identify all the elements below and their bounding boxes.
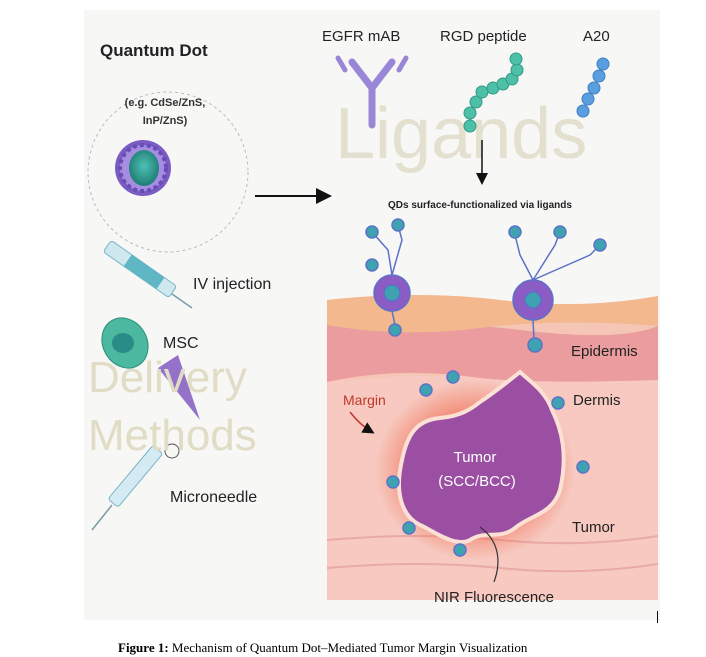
figure-caption: Figure 1: Mechanism of Quantum Dot–Media…	[118, 640, 527, 656]
delivery-msc-label: MSC	[163, 335, 199, 352]
delivery-iv-label: IV injection	[193, 276, 271, 293]
quantum-dot-particle-icon	[115, 140, 171, 196]
caption-text: Mechanism of Quantum Dot–Mediated Tumor …	[171, 640, 528, 655]
qd-example-2: InP/ZnS)	[143, 115, 188, 127]
dermis-label: Dermis	[573, 392, 621, 409]
functionalized-label: QDs surface-functionalized via ligands	[388, 200, 572, 211]
nir-fluorescence-label: NIR Fluorescence	[434, 589, 554, 606]
nir-pointer-line	[479, 526, 499, 583]
rgd-peptide-icon	[463, 52, 524, 133]
a20-peptide-icon	[576, 57, 610, 118]
margin-label: Margin	[343, 392, 386, 408]
qd-example-1: (e.g. CdSe/ZnS,	[125, 97, 206, 109]
msc-cell-icon	[101, 317, 149, 369]
cone-icon	[158, 355, 200, 420]
caption-label: Figure 1:	[118, 640, 169, 655]
tumor-label: Tumor	[454, 449, 497, 466]
tumor-type-label: (SCC/BCC)	[438, 473, 516, 490]
microneedle-icon	[91, 443, 180, 531]
figure-diagram: Ligands Quantum Dot (e.g. CdSe/ZnS, InP/…	[87, 28, 659, 606]
text-cursor	[657, 611, 658, 623]
ligand-egfr-label: EGFR mAB	[322, 28, 400, 45]
ligands-watermark: Ligands	[335, 94, 587, 174]
functionalized-qd-icons	[365, 218, 607, 557]
quantum-dot-circle	[87, 91, 249, 253]
tumor-layer-label: Tumor	[572, 519, 615, 536]
delivery-microneedle-label: Microneedle	[170, 489, 257, 506]
ligand-a20-label: A20	[583, 28, 610, 45]
methods-watermark: Methods	[88, 411, 257, 460]
syringe-icon	[103, 241, 193, 309]
tumor-blob	[397, 369, 566, 544]
antibody-icon	[335, 55, 409, 129]
epidermis-label: Epidermis	[571, 343, 638, 360]
quantum-dot-title: Quantum Dot	[100, 41, 208, 60]
delivery-watermark: Delivery	[88, 353, 247, 402]
ligand-rgd-label: RGD peptide	[440, 28, 527, 45]
margin-arrow-icon	[349, 411, 375, 434]
